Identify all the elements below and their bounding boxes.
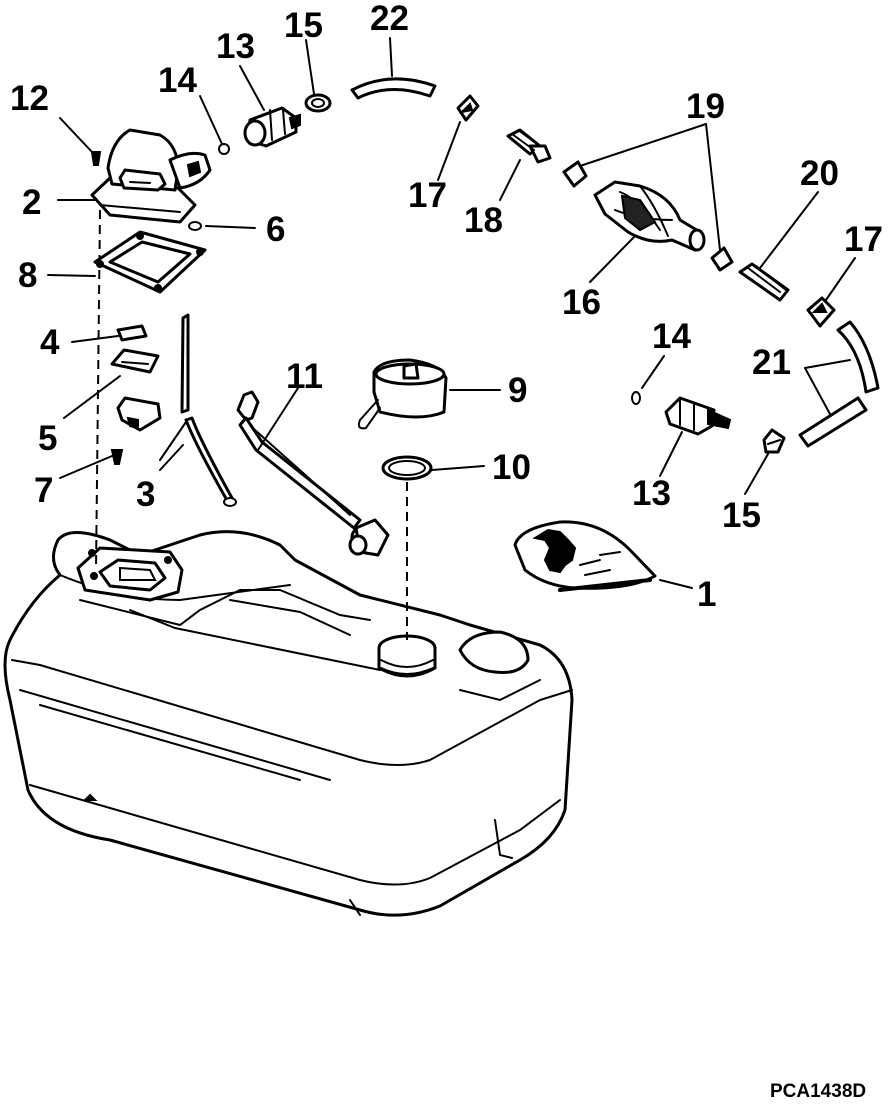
clamp-17a <box>456 94 480 122</box>
connector-13a <box>243 106 301 148</box>
callout-17b: 17 <box>844 220 883 259</box>
clip-19b <box>710 246 734 272</box>
callout-15b: 15 <box>722 496 761 535</box>
part-4 <box>116 324 148 342</box>
callout-7: 7 <box>34 471 53 510</box>
filler-cap-9 <box>357 358 448 430</box>
hose-21b <box>798 396 868 448</box>
primer-bulb-16 <box>593 180 706 252</box>
callout-14b: 14 <box>652 317 691 356</box>
callout-17a: 17 <box>408 176 447 215</box>
callout-9: 9 <box>508 371 527 410</box>
callout-11: 11 <box>286 357 323 396</box>
pickup-tube-3 <box>180 313 237 507</box>
part-5 <box>110 348 160 374</box>
screw-12 <box>90 151 102 166</box>
callout-5: 5 <box>38 419 57 458</box>
clamp-15a <box>304 93 332 113</box>
callout-22: 22 <box>370 0 409 38</box>
callout-15a: 15 <box>284 6 323 45</box>
fuel-tank <box>3 530 574 917</box>
callout-2: 2 <box>22 183 41 222</box>
leader-lines <box>47 37 856 589</box>
callout-19: 19 <box>686 87 725 126</box>
part-5-clip <box>116 396 162 432</box>
clamp-17b <box>806 296 836 328</box>
callout-16: 16 <box>562 283 601 322</box>
callout-12: 12 <box>10 79 49 118</box>
callout-18: 18 <box>464 201 503 240</box>
gasket-8 <box>93 230 207 294</box>
pump-housing <box>90 128 212 224</box>
callout-13b: 13 <box>632 474 671 513</box>
o-ring-14a <box>218 143 230 155</box>
hose-21a <box>836 320 880 394</box>
callout-20: 20 <box>800 154 839 193</box>
o-ring-6 <box>188 221 202 231</box>
o-ring-14b <box>631 391 641 405</box>
fuel-gauge-float-11 <box>236 390 390 557</box>
fitting-18 <box>506 128 552 164</box>
alignment-line-pump <box>95 209 101 571</box>
decal-plate <box>513 520 657 592</box>
callout-1: 1 <box>697 575 716 614</box>
fitting-20 <box>738 262 790 302</box>
screw-7 <box>110 449 124 465</box>
callout-14a: 14 <box>158 61 197 100</box>
callout-8: 8 <box>18 256 37 295</box>
callout-10: 10 <box>492 448 531 487</box>
callout-labels: 1 2 3 4 5 6 7 8 9 10 11 12 13 13 14 14 1… <box>10 0 883 614</box>
drawing-code: PCA1438D <box>770 1081 866 1102</box>
callout-21: 21 <box>752 343 791 382</box>
callout-3: 3 <box>136 475 155 514</box>
connector-13b <box>664 396 732 436</box>
clamp-15b <box>762 428 786 454</box>
callout-4: 4 <box>40 323 60 362</box>
callout-13a: 13 <box>216 27 255 66</box>
callout-6: 6 <box>266 210 285 249</box>
hose-22 <box>350 77 437 100</box>
clip-19a <box>562 160 588 188</box>
